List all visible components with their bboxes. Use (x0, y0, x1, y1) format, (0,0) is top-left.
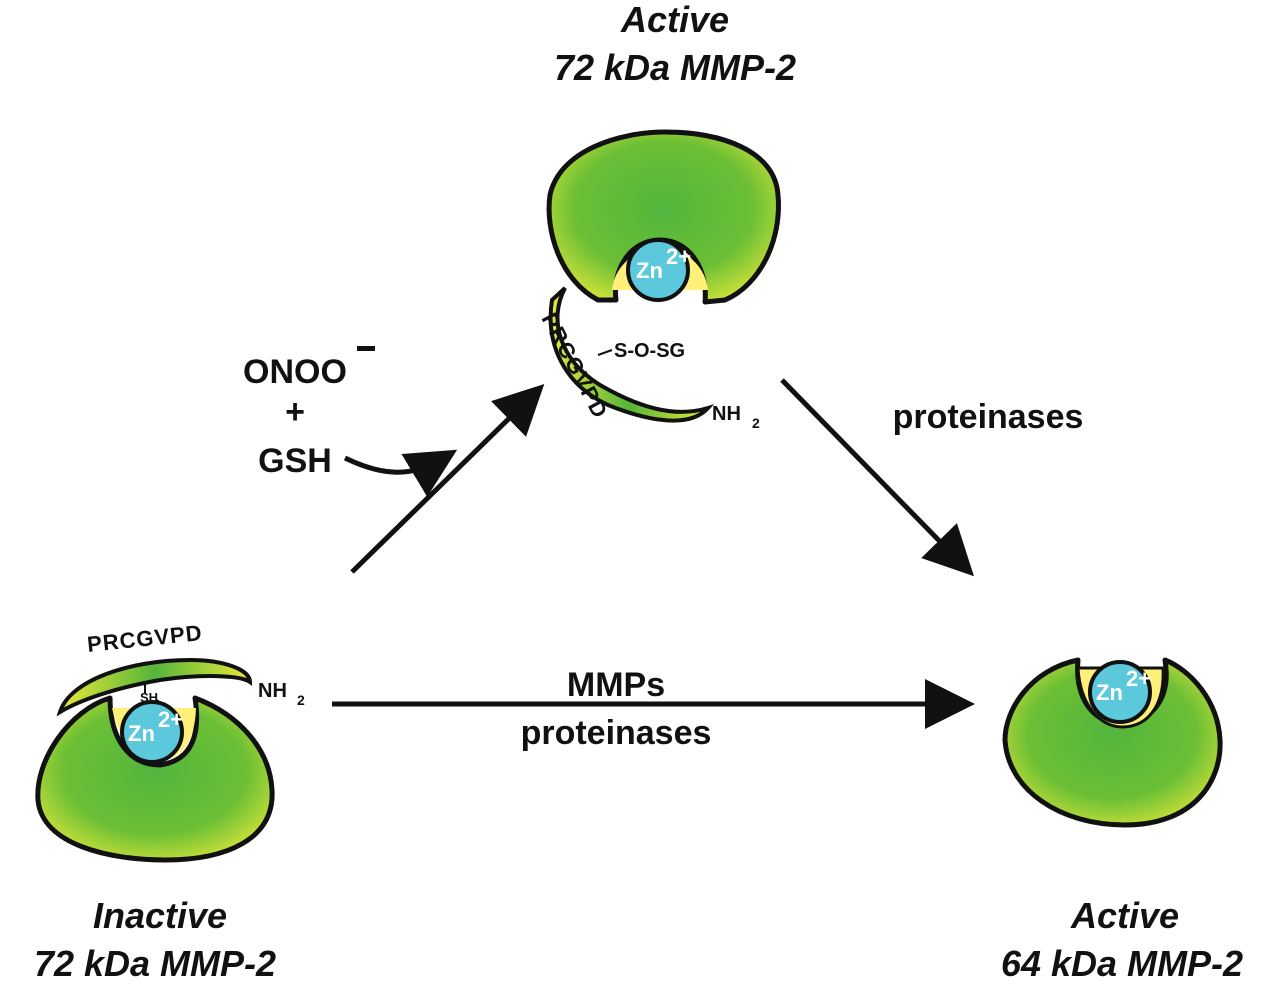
prodomain-sequence: PRCGVPD (537, 309, 613, 423)
zinc-ion (1088, 660, 1152, 724)
zinc-charge: 2+ (1126, 666, 1151, 691)
left-title-line2: 72 kDa MMP-2 (34, 943, 276, 984)
reagent-glutathione: GSH (258, 442, 332, 480)
mod-tick (597, 349, 613, 356)
reagent-plus: + (285, 393, 305, 431)
zinc-charge: 2+ (666, 244, 691, 269)
propeptide (548, 286, 715, 423)
n-terminus-label: NH (712, 403, 741, 425)
reagent-peroxynitrite: ONOO (243, 353, 347, 391)
active-72kda-enzyme: Zn 2+ PRCGVPD S-O-SG NH 2 (537, 129, 781, 431)
zinc-label: Zn (1096, 680, 1123, 705)
n-terminus-sub: 2 (752, 415, 760, 431)
left-title-line1: Inactive (93, 895, 227, 936)
zinc-ion (120, 700, 184, 764)
negative-charge (357, 346, 375, 351)
zinc-label: Zn (128, 721, 155, 746)
right-title-line2: 64 kDa MMP-2 (1001, 943, 1243, 984)
zinc-charge: 2+ (158, 707, 183, 732)
inactive-72kda-enzyme: Zn 2+ PRCGVPD SH NH 2 (35, 620, 305, 863)
thiol-label: SH (140, 690, 158, 705)
n-terminus-label: NH (258, 680, 287, 702)
zinc-label: Zn (636, 258, 663, 283)
prodomain-sequence: PRCGVPD (86, 620, 204, 657)
arrow-inactive-to-active72 (350, 384, 545, 574)
s-glutathiolation-label: S-O-SG (614, 340, 685, 362)
top-title-line1: Active (620, 0, 729, 40)
thiol-dot (154, 699, 160, 705)
propeptide (56, 657, 253, 717)
mmps-label: MMPs (567, 666, 665, 704)
proteinases-label: proteinases (893, 398, 1084, 436)
zinc-ion (626, 238, 690, 302)
n-terminus-sub: 2 (297, 692, 305, 708)
catalytic-domain (35, 695, 275, 863)
arrow-reagent-curve (343, 449, 458, 497)
arrow-active72-to-active64 (780, 378, 974, 577)
active-64kda-enzyme: Zn 2+ (1002, 657, 1223, 828)
right-title-line1: Active (1070, 895, 1179, 936)
proteinases-label-horizontal: proteinases (521, 714, 712, 752)
top-title-line2: 72 kDa MMP-2 (554, 47, 796, 88)
